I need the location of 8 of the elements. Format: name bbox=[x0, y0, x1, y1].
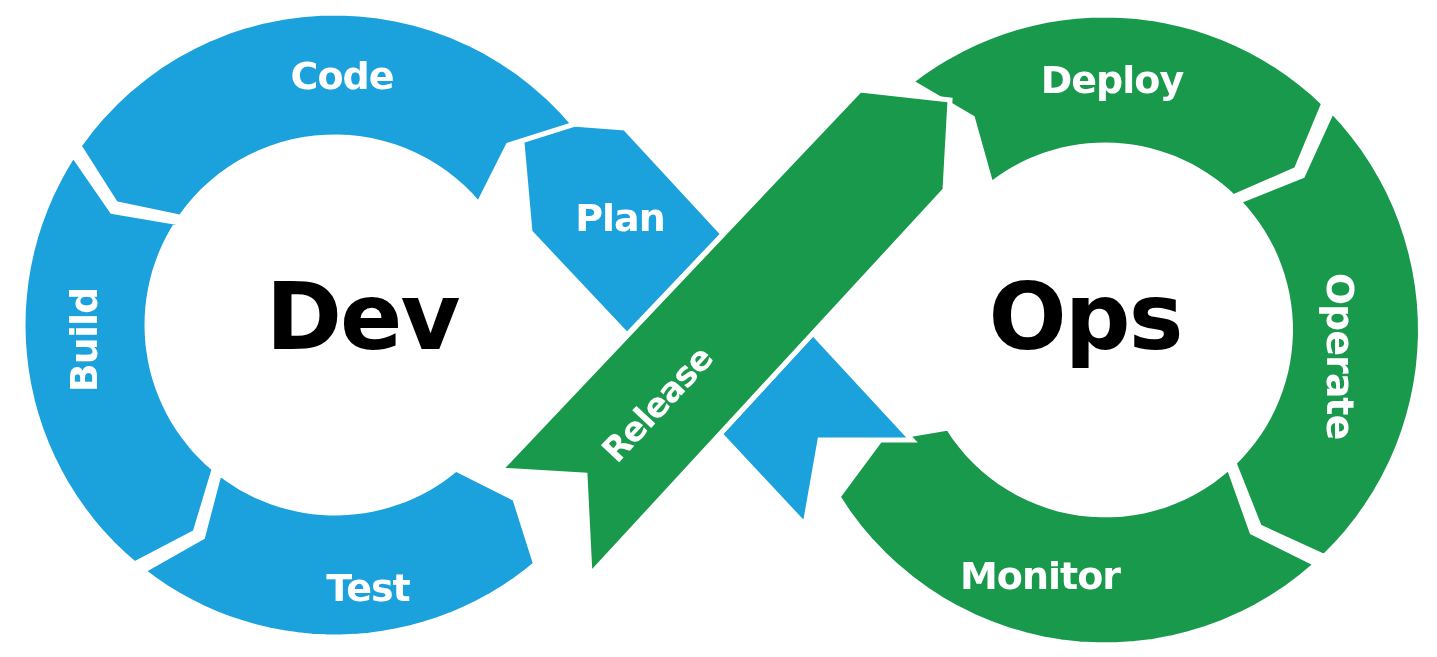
segment-label: Deploy bbox=[1040, 61, 1184, 99]
segment-label: Test bbox=[326, 569, 410, 607]
segment-label: Operate bbox=[1321, 272, 1359, 440]
segment-label: Code bbox=[290, 57, 394, 95]
segment-label: Monitor bbox=[960, 557, 1120, 595]
segment-label: Plan bbox=[575, 199, 665, 237]
center-title: Dev bbox=[265, 272, 459, 364]
segment-label: Build bbox=[65, 287, 103, 393]
